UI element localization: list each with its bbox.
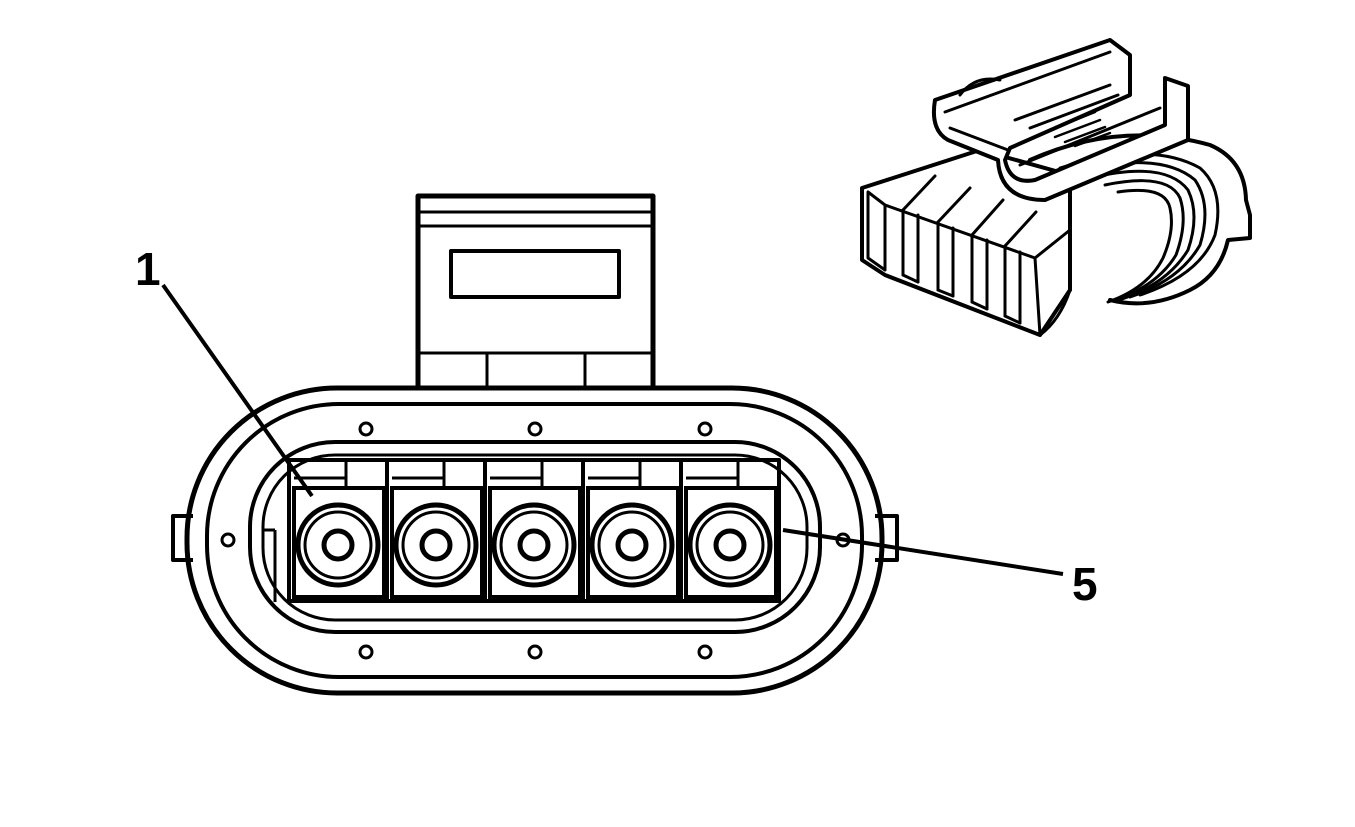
terminal-cavity	[483, 460, 582, 601]
callout-1: 1	[135, 243, 161, 295]
terminal-cavity	[292, 460, 386, 599]
terminal-cavity	[385, 460, 484, 601]
leader-line-5	[782, 528, 1064, 576]
leader-line-1	[161, 283, 314, 498]
connector-face-view	[171, 193, 899, 696]
terminal-cavities	[292, 460, 778, 601]
terminal-bank	[287, 458, 781, 603]
inner-cavity-wall	[261, 453, 809, 622]
right-ear	[875, 514, 899, 562]
left-ear	[171, 514, 193, 562]
rivet-holes	[358, 421, 713, 660]
terminal-cavity	[581, 460, 680, 601]
leader-lines	[161, 283, 1064, 576]
terminal-cavity	[679, 460, 778, 601]
callout-5: 5	[1072, 558, 1098, 610]
connector-isometric-view	[860, 38, 1252, 337]
outer-housing	[184, 385, 885, 696]
left-side-hole	[220, 532, 236, 548]
locking-tab	[415, 193, 656, 399]
